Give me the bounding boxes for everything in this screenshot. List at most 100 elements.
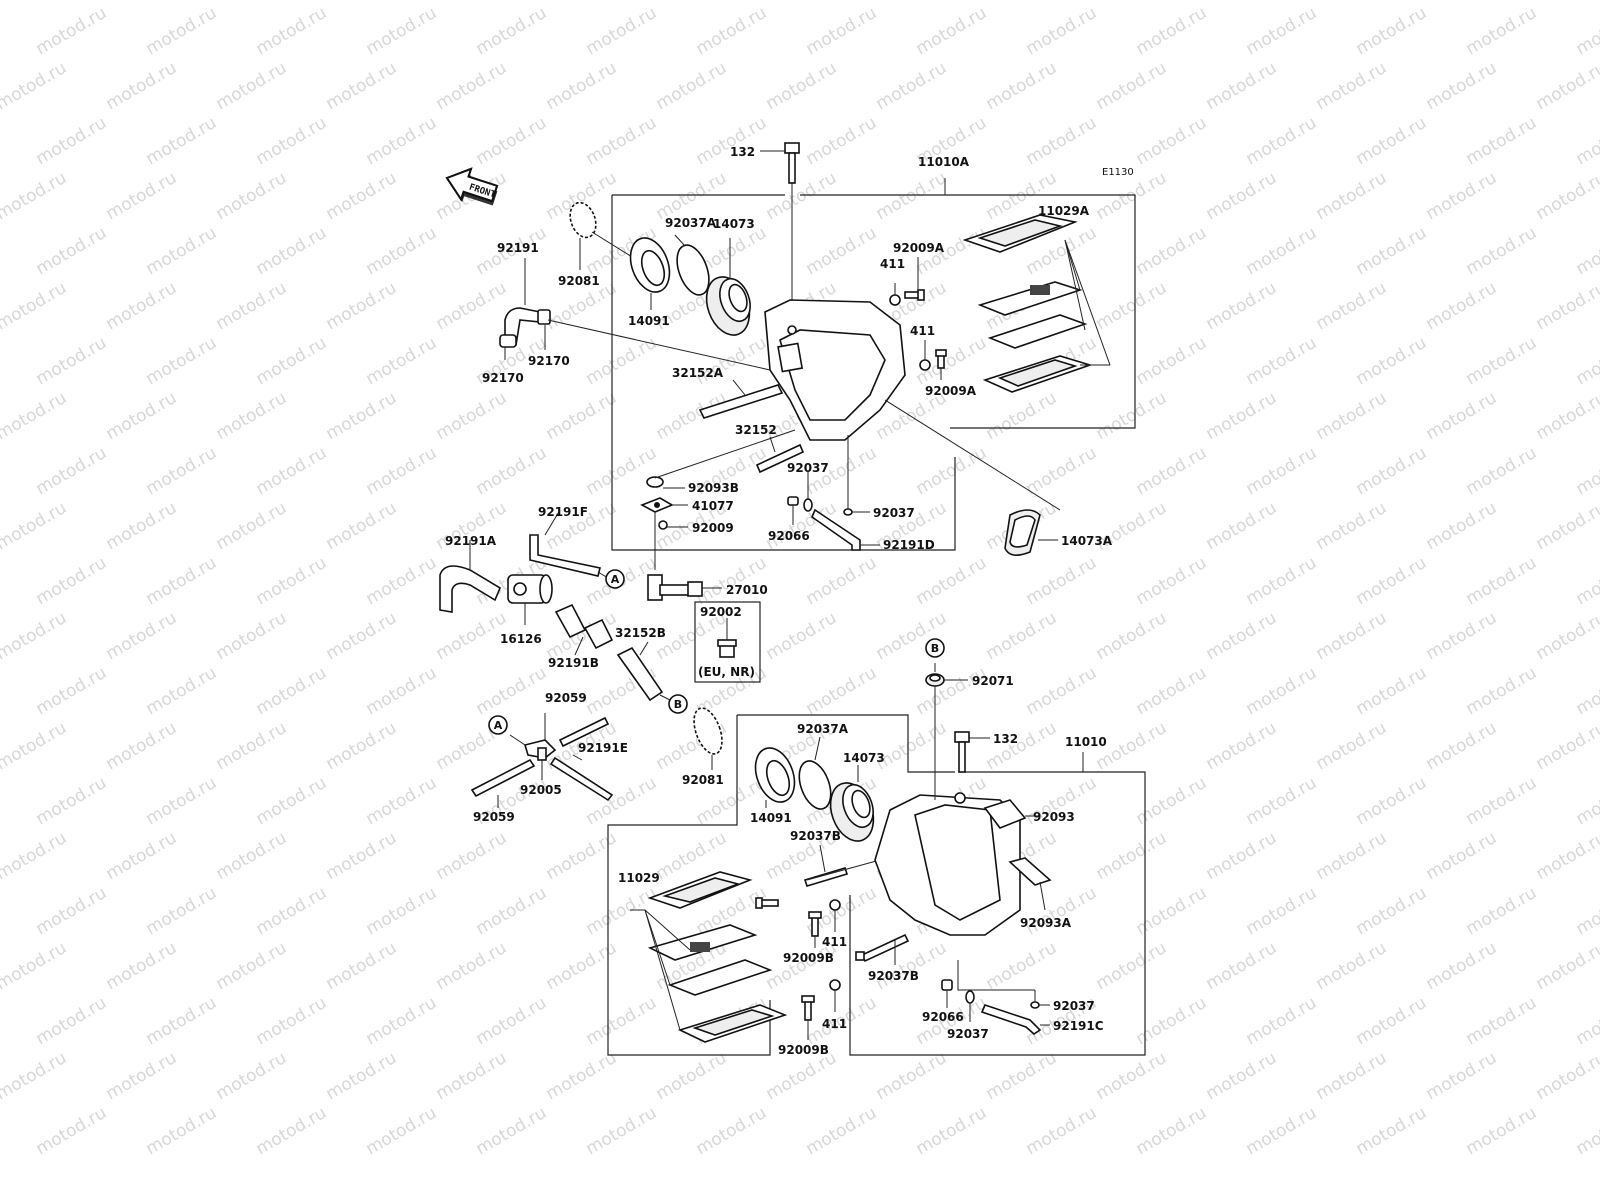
label-92037A-top: 92037A (665, 216, 717, 230)
label-411-a: 411 (880, 257, 905, 271)
boot-14073-top (705, 276, 751, 336)
hose-92059-top (558, 716, 610, 748)
label-92037-d: 92037 (1053, 999, 1095, 1013)
label-92191: 92191 (497, 241, 539, 255)
label-92059-top: 92059 (545, 691, 587, 705)
clip-92037-d (1030, 1001, 1040, 1009)
bracket-bottom-top (737, 714, 955, 773)
pin-92037B-a (803, 867, 849, 887)
label-92191D: 92191D (883, 538, 935, 552)
label-32152: 32152 (735, 423, 777, 437)
label-92191B: 92191B (548, 656, 599, 670)
label-27010: 27010 (726, 583, 768, 597)
label-92170-b: 92170 (482, 371, 524, 385)
label-92081-top: 92081 (558, 274, 600, 288)
washer-411-d (829, 979, 841, 991)
label-92071: 92071 (972, 674, 1014, 688)
pipe-32152B (616, 646, 664, 702)
label-14073-top: 14073 (713, 217, 755, 231)
label-132-top: 132 (730, 145, 755, 159)
label-92191F: 92191F (538, 505, 588, 519)
ref-circle-A-2: A (488, 715, 508, 735)
label-92093: 92093 (1033, 810, 1075, 824)
hose-92191B (554, 603, 614, 650)
svg-text:B: B (674, 698, 682, 711)
svg-text:A: A (494, 719, 503, 732)
label-11029: 11029 (618, 871, 660, 885)
label-92170-a: 92170 (528, 354, 570, 368)
clip-92037-a (803, 498, 813, 512)
clamp-92081-bottom (693, 707, 723, 755)
duct-14091-bottom (754, 747, 796, 803)
seal-14073A (1004, 509, 1041, 556)
duct-14091-top (629, 237, 671, 293)
label-411-d: 411 (822, 1017, 847, 1031)
ref-circle-B-1: B (668, 694, 688, 714)
gasket-92093A (1008, 857, 1052, 886)
screw-92009A-a (904, 289, 925, 301)
label-92191E: 92191E (578, 741, 628, 755)
label-14091-bottom: 14091 (750, 811, 792, 825)
label-16126: 16126 (500, 632, 542, 646)
label-92037-a: 92037 (787, 461, 829, 475)
tee-92005 (523, 739, 557, 761)
label-92093B: 92093B (688, 481, 739, 495)
gasket-41077 (640, 497, 674, 513)
label-92081-bottom: 92081 (682, 773, 724, 787)
washer-411-c (829, 899, 841, 911)
screw-small-mid (755, 897, 779, 909)
clamp-92066-bottom (941, 979, 953, 991)
label-92009B-b: 92009B (778, 1043, 829, 1057)
pipe-32152A (698, 384, 784, 419)
label-132-bottom: 132 (993, 732, 1018, 746)
label-92059-bottom: 92059 (473, 810, 515, 824)
air-box-case-bottom (874, 792, 1021, 936)
label-32152B: 32152B (615, 626, 666, 640)
label-41077: 41077 (692, 499, 734, 513)
label-92191A: 92191A (445, 534, 497, 548)
bracket-11010A-left (611, 195, 956, 551)
gasket-92093 (983, 799, 1027, 829)
label-92093A: 92093A (1020, 916, 1072, 930)
clamp-92066-top (787, 496, 799, 506)
label-11029A: 11029A (1038, 204, 1090, 218)
label-14091-top: 14091 (628, 314, 670, 328)
washer-411-b (919, 359, 931, 371)
hose-92191F (529, 534, 601, 577)
hose-92191A (439, 565, 502, 613)
label-92037-b: 92037 (873, 506, 915, 520)
svg-text:A: A (611, 573, 620, 586)
label-92037B-a: 92037B (790, 829, 841, 843)
clip-92037-c (965, 990, 975, 1004)
pipe-32152 (755, 443, 805, 474)
label-eu-nr: (EU, NR) (698, 665, 755, 679)
plug-92002 (717, 639, 737, 658)
hose-92191C (980, 1004, 1042, 1036)
screw-92009B-a (808, 911, 822, 937)
bracket-11029 (607, 715, 771, 1056)
air-box-case-top (764, 299, 906, 441)
valve-16126 (507, 574, 553, 604)
clip-92037-b (843, 508, 853, 516)
label-411-b: 411 (910, 324, 935, 338)
label-32152A: 32152A (672, 366, 724, 380)
clamp-92081-top (569, 201, 597, 239)
oring-92093B (646, 476, 664, 488)
diagram-code: E1130 (1102, 167, 1134, 178)
grommet-92071 (925, 673, 945, 687)
clip-92037A-bottom (798, 760, 832, 810)
hose-92059-bottom (470, 758, 536, 798)
label-14073A: 14073A (1061, 534, 1113, 548)
svg-text:B: B (931, 642, 939, 655)
pin-92037B-b (855, 933, 910, 963)
filter-11029A (962, 214, 1093, 393)
label-411-c: 411 (822, 935, 847, 949)
label-92009B-a: 92009B (783, 951, 834, 965)
screw-92009 (658, 520, 668, 530)
label-92037-c: 92037 (947, 1027, 989, 1041)
label-92037B-b: 92037B (868, 969, 919, 983)
label-92009A-b: 92009A (925, 384, 977, 398)
